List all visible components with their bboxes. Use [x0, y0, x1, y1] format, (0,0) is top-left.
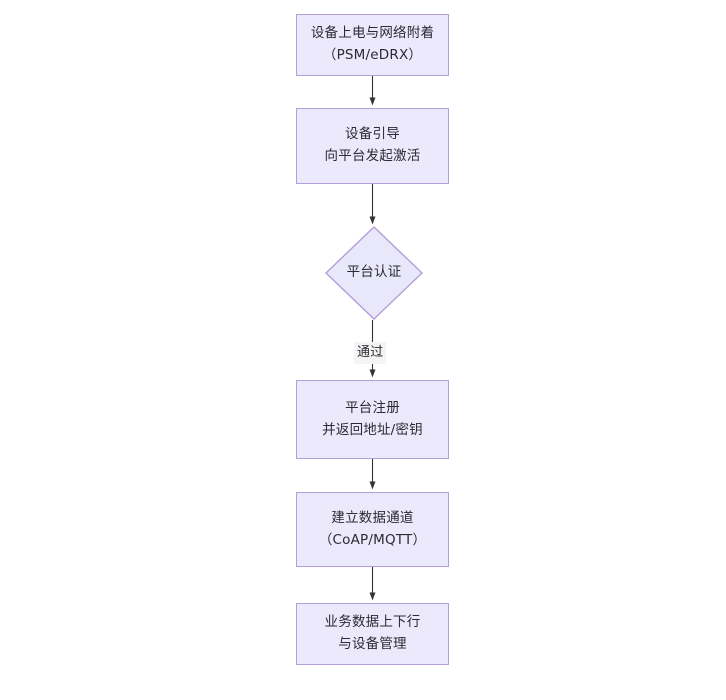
node-data-channel[interactable]: 建立数据通道 （CoAP/MQTT） [296, 492, 449, 567]
node-device-bootstrap[interactable]: 设备引导 向平台发起激活 [296, 108, 449, 184]
node-line: 业务数据上下行 [324, 614, 421, 631]
node-line: 向平台发起激活 [324, 148, 421, 164]
node-device-power-on[interactable]: 设备上电与网络附着 （PSM/eDRX） [296, 14, 449, 76]
edge-label-pass: 通过 [354, 342, 387, 364]
node-line: （CoAP/MQTT） [318, 531, 427, 548]
node-line: 平台认证 [346, 264, 402, 281]
node-line: 与设备管理 [338, 636, 407, 652]
node-line: 设备引导 [345, 126, 400, 143]
node-line: （PSM/eDRX） [322, 47, 423, 63]
node-platform-registration[interactable]: 平台注册 并返回地址/密钥 [296, 380, 449, 459]
diamond-shape [325, 226, 423, 320]
node-platform-auth-decision[interactable]: 平台认证 [325, 226, 423, 320]
node-business-data-and-device-management[interactable]: 业务数据上下行 与设备管理 [296, 603, 449, 665]
node-line: 并返回地址/密钥 [322, 421, 423, 438]
node-line: 设备上电与网络附着 [310, 25, 435, 42]
node-line: 平台注册 [345, 399, 400, 416]
node-line: 建立数据通道 [331, 509, 414, 526]
